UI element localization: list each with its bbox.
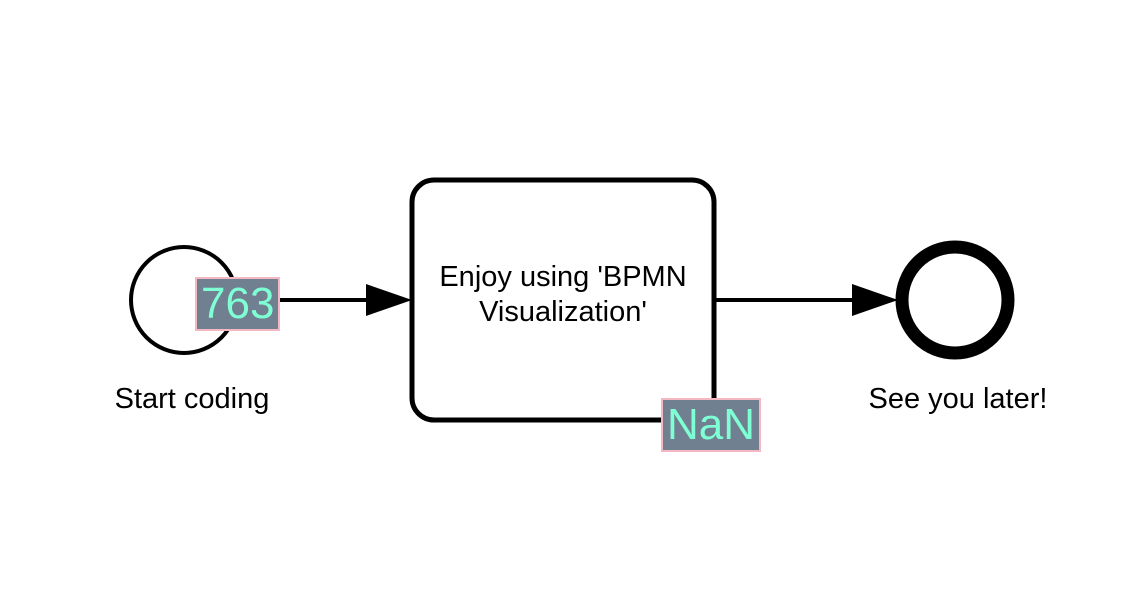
end-event[interactable] [895, 240, 1015, 360]
start-event-label: Start coding [114, 383, 270, 415]
task[interactable] [409, 177, 717, 423]
task-overlay-badge: NaN [661, 398, 762, 452]
task-label: Enjoy using 'BPMN Visualization' [439, 261, 687, 328]
sequence-flow-task-to-end[interactable] [714, 284, 898, 316]
start-event-overlay-badge: 763 [195, 277, 281, 331]
end-event-label: See you later! [868, 383, 1048, 415]
